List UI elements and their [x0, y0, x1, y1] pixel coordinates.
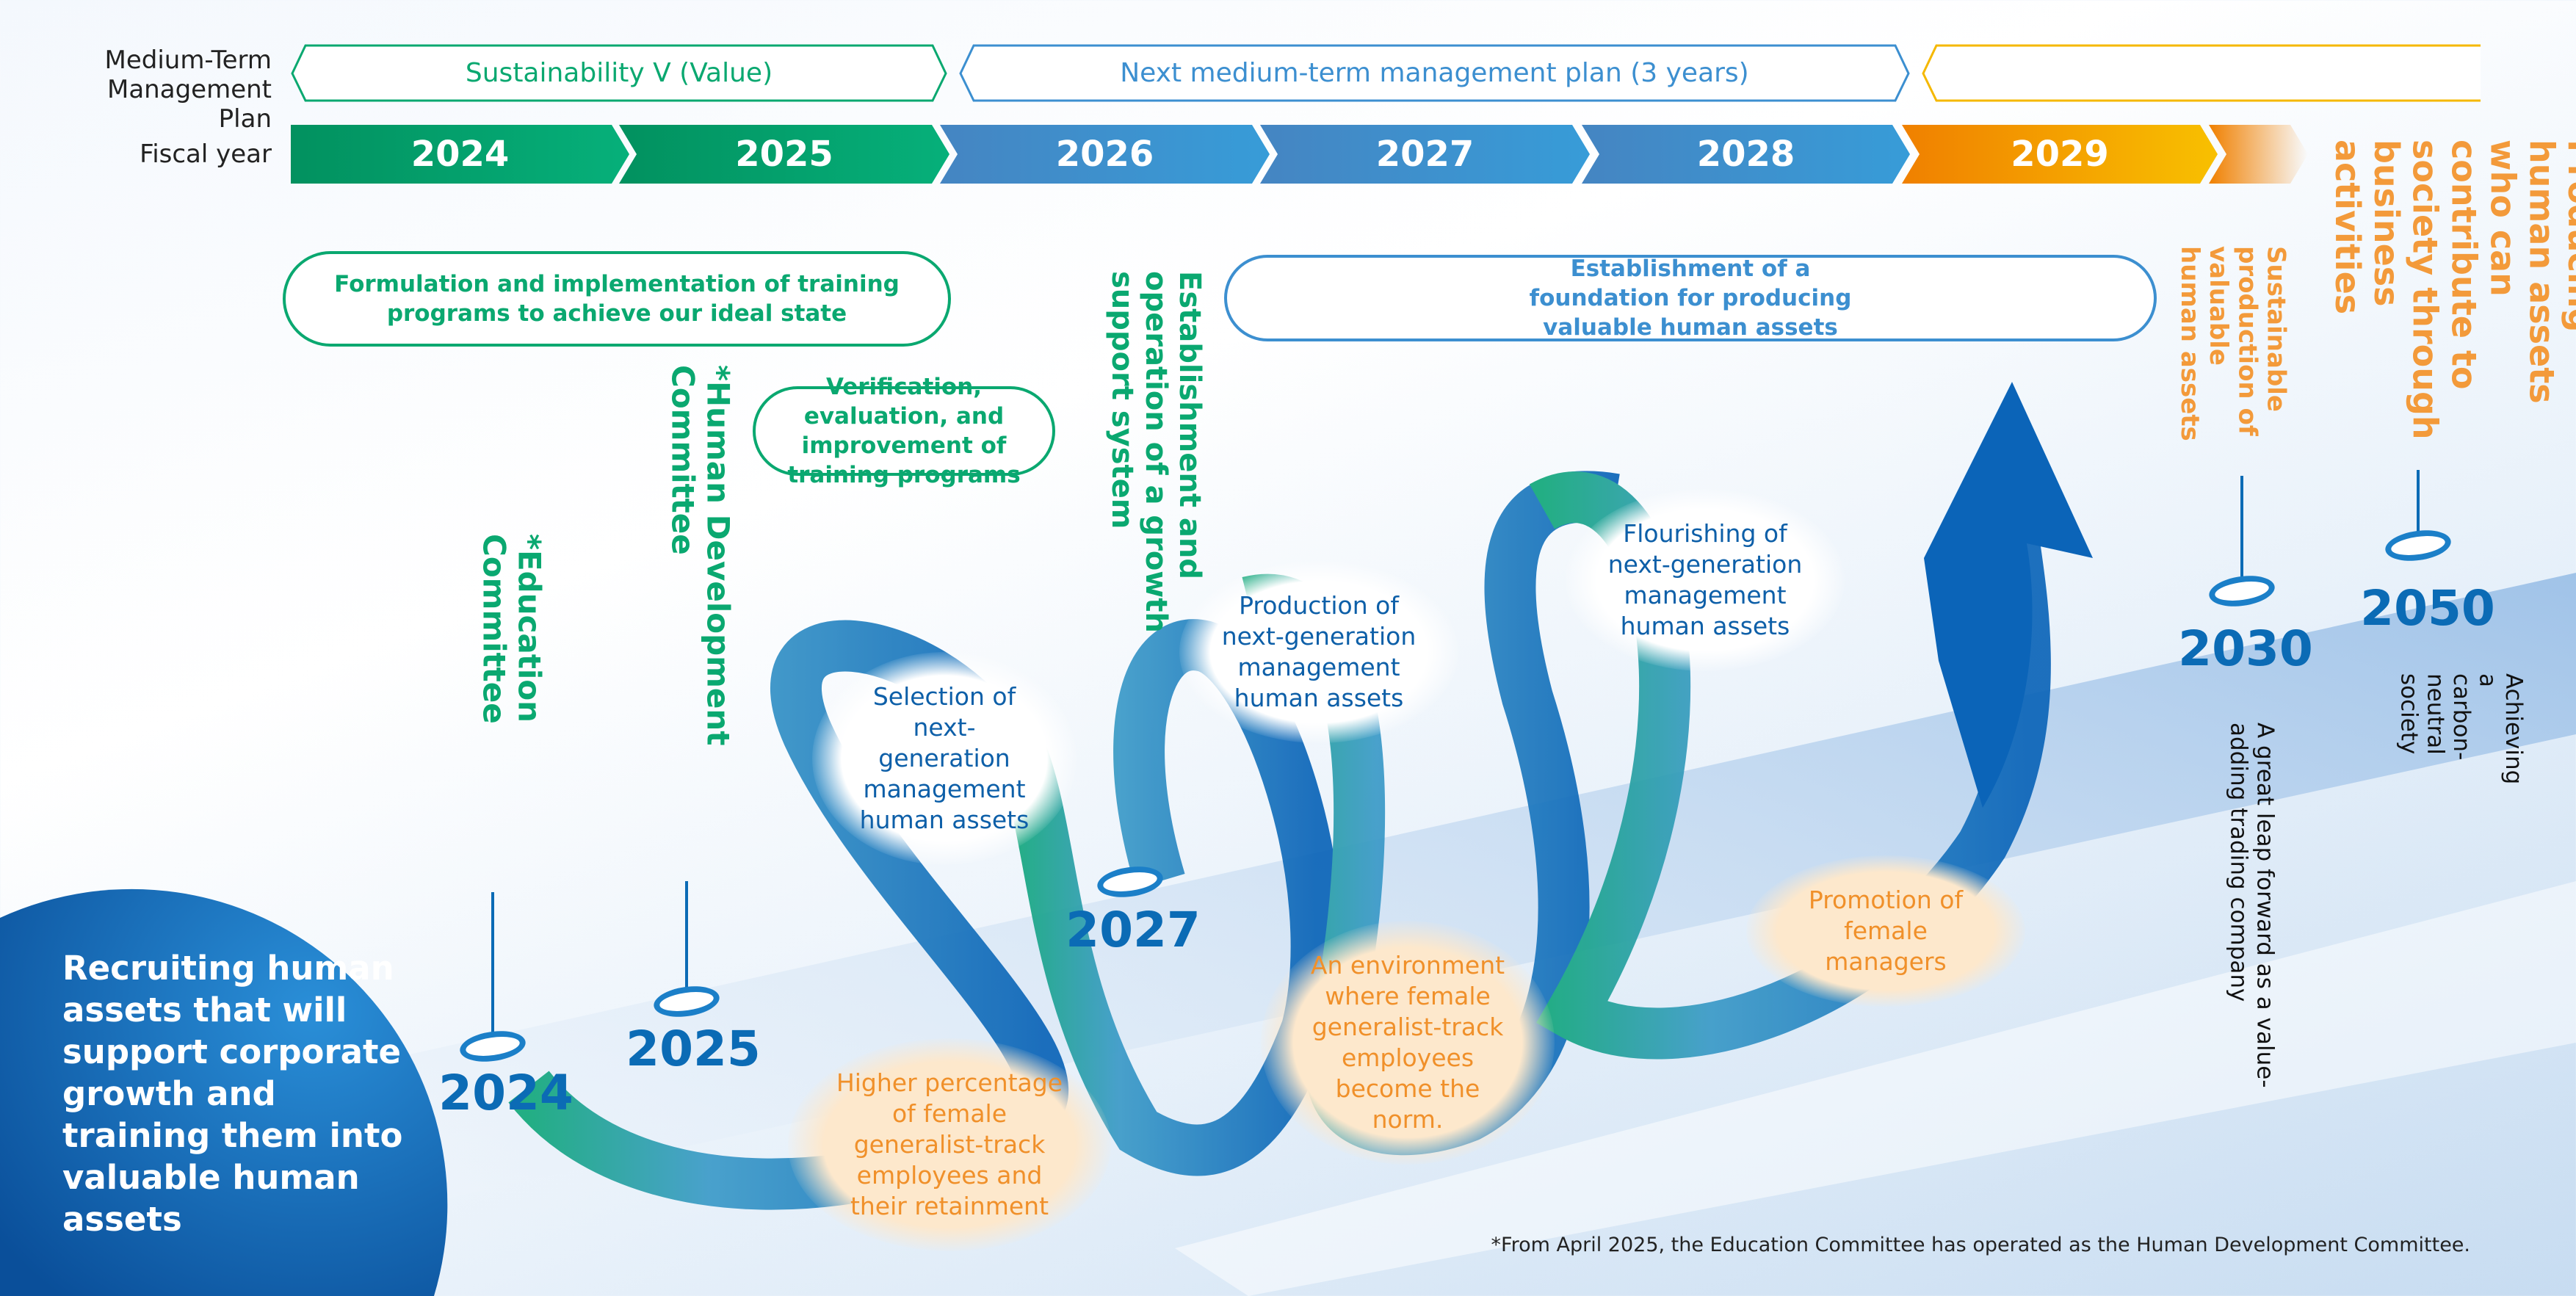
bubble-flourishing: Flourishing of next-generation managemen…	[1566, 489, 1845, 671]
milestone-2027-year: 2027	[1066, 902, 1201, 958]
plan-next-medium-term: Next medium-term management plan (3 year…	[959, 44, 1910, 102]
bubble-female-managers: Promotion of female managers	[1746, 855, 2025, 1007]
plan-future	[1922, 44, 2481, 102]
program-formulation: Formulation and implementation of traini…	[283, 251, 951, 347]
milestone-2030-year: 2030	[2178, 620, 2313, 677]
milestone-2030-description: A great leap forward as a value-adding t…	[2225, 723, 2279, 1088]
milestone-2030-goal: Sustainable production of valuable human…	[2175, 246, 2291, 441]
fiscal-year-2028: 2028	[1582, 125, 1910, 184]
milestone-2050-goal: Producing human assets who can contribut…	[2327, 140, 2576, 440]
fiscal-year-2029: 2029	[1902, 125, 2218, 184]
bubble-environment: An environment where female generalist-t…	[1261, 921, 1555, 1165]
plan-row-label: Medium-Term Management Plan	[104, 46, 272, 134]
milestone-2024-label: *Education Committee	[476, 534, 548, 724]
pin-line	[491, 892, 494, 1039]
arrow-head	[1924, 382, 2093, 808]
plan-label: Sustainability V (Value)	[465, 58, 773, 88]
fiscal-year-2026: 2026	[940, 125, 1270, 184]
start-text: Recruiting human assets that will suppor…	[62, 949, 403, 1239]
fiscal-year-2027: 2027	[1260, 125, 1590, 184]
milestone-2025-year: 2025	[626, 1021, 761, 1077]
bubble-higher-percentage: Higher percentage of female generalist-t…	[788, 1038, 1111, 1251]
pin-line	[2417, 470, 2420, 540]
pin-line	[2240, 476, 2243, 586]
bubble-selection: Selection of next-generation management …	[812, 652, 1077, 865]
plan-label: Next medium-term management plan (3 year…	[1120, 58, 1749, 88]
program-verification: Verification, evaluation, and improvemen…	[753, 374, 1055, 488]
start-circle	[0, 888, 448, 1296]
milestone-2025-label: *Human Development Committee	[665, 365, 737, 746]
footnote: *From April 2025, the Education Committe…	[1491, 1234, 2470, 1256]
bubble-production: Production of next-generation management…	[1179, 561, 1458, 743]
pin-line	[685, 881, 688, 995]
rising-band	[0, 573, 2576, 1296]
milestone-2027-label: Establishment and operation of a growth …	[1105, 271, 1206, 633]
milestone-2050-year: 2050	[2360, 580, 2495, 637]
fiscal-year-2025: 2025	[619, 125, 949, 184]
fiscal-year-2024: 2024	[291, 125, 629, 184]
fiscal-row-label: Fiscal year	[140, 140, 272, 169]
milestone-2050-description: Achieving a carbon-neutral society	[2395, 673, 2528, 785]
plan-sustainability-v: Sustainability V (Value)	[291, 44, 947, 102]
program-foundation: Establishment of a foundation for produc…	[1224, 255, 2157, 341]
milestone-2024-year: 2024	[438, 1065, 574, 1121]
